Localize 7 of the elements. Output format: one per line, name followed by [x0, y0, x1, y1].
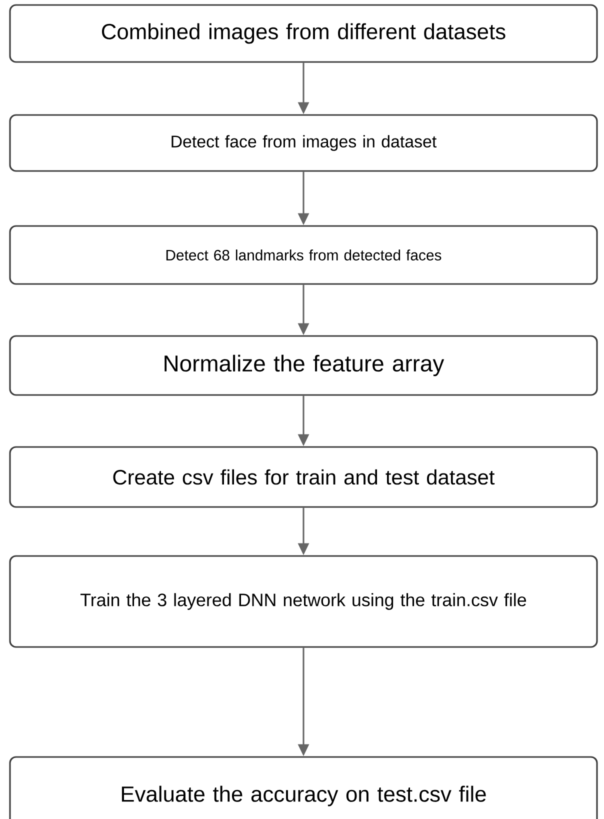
process-box: Normalize the feature array [9, 335, 598, 396]
process-box: Train the 3 layered DNN network using the train.csv file [9, 555, 598, 648]
process-box: Evaluate the accuracy on test.csv file [9, 756, 598, 819]
process-box: Detect face from images in dataset [9, 114, 598, 172]
process-box: Create csv files for train and test dataset [9, 446, 598, 508]
process-box: Detect 68 landmarks from detected faces [9, 225, 598, 285]
process-box: Combined images from different datasets [9, 4, 598, 63]
